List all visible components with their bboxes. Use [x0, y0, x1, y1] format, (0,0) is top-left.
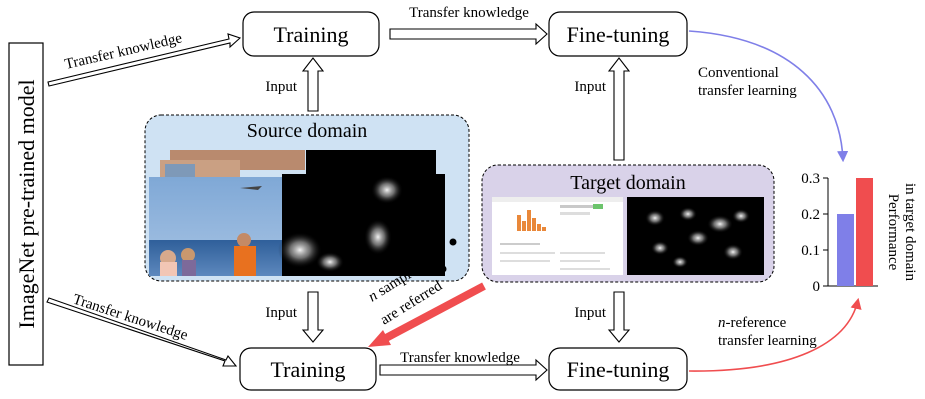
chart-bar: [837, 214, 854, 286]
bottom-training-box: [239, 347, 377, 391]
top-transfer-arrow-icon: [389, 22, 548, 46]
nref-label-line1: n-reference: [718, 315, 787, 331]
bottom-input-right-arrow-icon: [607, 291, 631, 343]
top-transfer-label: Transfer knowledge: [409, 5, 529, 21]
target-webpage-screenshot: [492, 197, 623, 275]
chart-tick-label: 0.2: [801, 207, 820, 223]
chart-ylabel-line1: Performance: [885, 194, 901, 271]
top-imagenet-transfer-arrow-icon: [47, 33, 242, 87]
source-saliency-map: [278, 150, 457, 276]
source-beach-photo: [149, 177, 284, 276]
chart-tick-label: 0: [813, 279, 821, 295]
bottom-input-right-label: Input: [574, 305, 606, 321]
bottom-transfer-label: Transfer knowledge: [400, 350, 520, 366]
chart-bars: [837, 178, 873, 286]
top-input-right-arrow-icon: [607, 57, 631, 161]
imagenet-box: [8, 42, 44, 366]
top-training-label: Training: [274, 22, 349, 47]
chart-tick-label: 0.1: [801, 243, 820, 259]
n-samples-referred-arrow-icon: [368, 282, 486, 347]
imagenet-label: ImageNet pre-trained model: [14, 79, 39, 328]
top-input-left-arrow-icon: [301, 57, 325, 112]
nref-label-line2: transfer learning: [718, 333, 817, 349]
top-finetuning-box: [548, 11, 688, 57]
nref-curve-arrow-icon: [688, 297, 862, 372]
chart-ylabel-line2: in target domain: [902, 183, 918, 282]
bottom-finetuning-box: [548, 347, 688, 391]
bottom-training-label: Training: [271, 357, 346, 382]
bottom-finetuning-label: Fine-tuning: [567, 357, 670, 382]
top-input-right-label: Input: [574, 79, 606, 95]
bottom-transfer-arrow-icon: [379, 358, 548, 382]
bottom-imagenet-transfer-label: Transfer knowledge: [71, 292, 190, 344]
performance-chart: 0.3 0.2 0.1 0 Performance in target domain: [801, 171, 918, 295]
source-photo-stack: [160, 150, 305, 180]
top-finetuning-label: Fine-tuning: [567, 22, 670, 47]
bottom-imagenet-transfer-arrow-icon: [46, 297, 238, 367]
chart-bar: [856, 178, 873, 286]
chart-tick-label: 0.3: [801, 171, 820, 187]
conventional-label-line2: transfer learning: [698, 83, 797, 99]
bottom-input-left-arrow-icon: [301, 291, 325, 343]
bottom-input-left-label: Input: [265, 305, 297, 321]
target-saliency-map: [627, 197, 764, 275]
target-domain-title: Target domain: [570, 172, 685, 194]
conventional-curve-arrow-icon: [688, 30, 849, 163]
source-domain-title: Source domain: [247, 120, 368, 142]
top-training-box: [242, 11, 380, 57]
conventional-label-line1: Conventional: [698, 65, 779, 81]
top-input-left-label: Input: [265, 79, 297, 95]
chart-ticks: 0.3 0.2 0.1 0: [801, 171, 828, 295]
